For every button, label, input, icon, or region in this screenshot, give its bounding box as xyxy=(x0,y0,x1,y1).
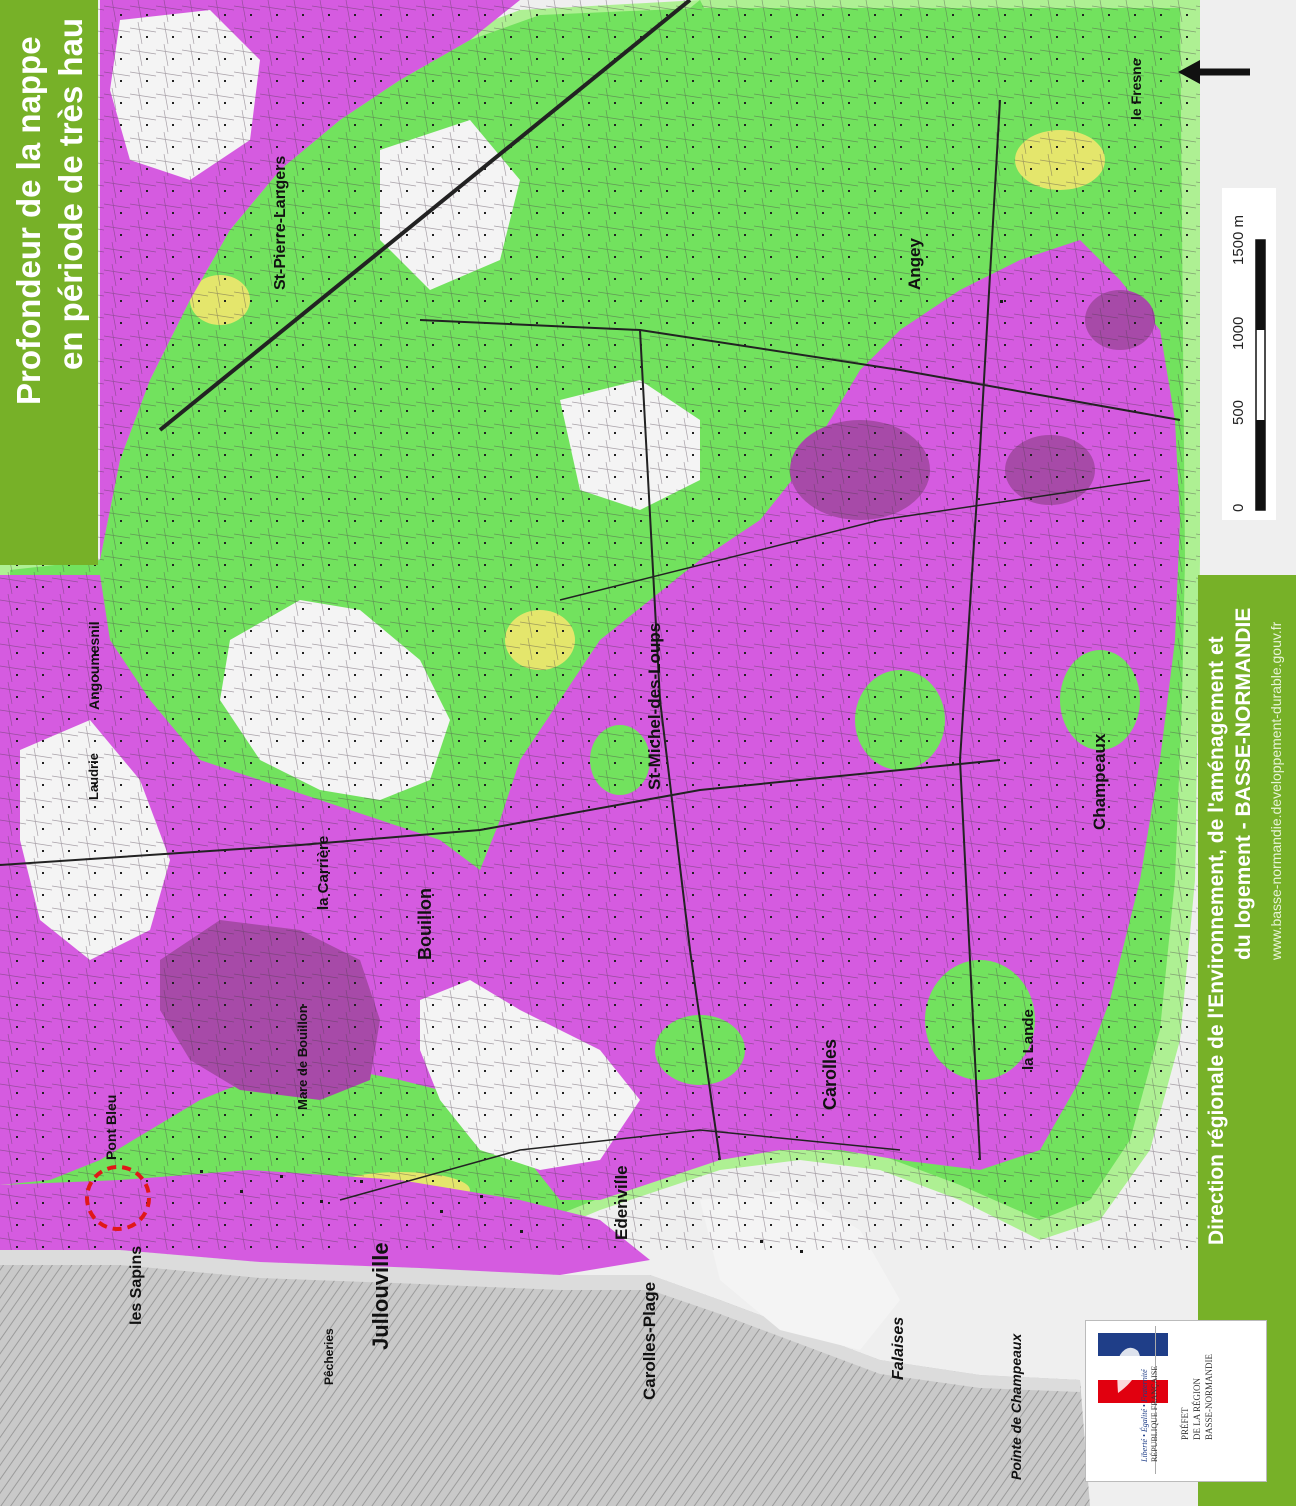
scale-label-1500: 1500 m xyxy=(1230,214,1247,265)
place-label: Mare de Bouillon xyxy=(295,1005,310,1110)
location-marker xyxy=(85,1165,151,1231)
place-label: le Fresne xyxy=(1128,58,1144,120)
prefecture-logo xyxy=(1085,1320,1267,1482)
place-label: Pointe de Champeaux xyxy=(1008,1333,1024,1480)
sea xyxy=(0,1250,1090,1506)
place-label: St-Michel-des-Loups xyxy=(645,622,664,790)
map-title-line1: Profondeur de la nappe xyxy=(10,36,47,405)
logo-region: BASSE-NORMANDIE xyxy=(1204,1353,1214,1440)
scale-label-500: 500 xyxy=(1230,399,1247,425)
title-panel xyxy=(0,0,98,565)
roads xyxy=(0,0,1181,1201)
place-label: Jullouville xyxy=(368,1242,393,1350)
logo-prefet: PRÉFET xyxy=(1180,1407,1190,1440)
place-label: Bouillon xyxy=(415,888,435,960)
scale-bar xyxy=(1222,188,1276,520)
footer-website[interactable]: www.basse-normandie.developpement-durabl… xyxy=(1268,621,1284,960)
logo-de-la-region: DE LA RÉGION xyxy=(1192,1378,1202,1440)
shore-sand xyxy=(0,1250,1080,1392)
logo-devise: Liberté • Égalité • Fraternité xyxy=(1140,1369,1149,1462)
place-label: la Carrière xyxy=(315,835,332,910)
logo-republique: RÉPUBLIQUE FRANÇAISE xyxy=(1150,1365,1159,1462)
place-label: Edenville xyxy=(612,1165,631,1240)
road-texture xyxy=(0,0,1200,1250)
built-up xyxy=(200,300,1003,1253)
place-label: Angoumesnil xyxy=(86,621,102,710)
place-label: la Lande xyxy=(1020,1009,1037,1070)
place-label: Falaises xyxy=(890,1316,907,1380)
place-label: St-Pierre-Langers xyxy=(272,155,289,290)
place-label: Carolles-Plage xyxy=(640,1281,659,1400)
place-label: Champeaux xyxy=(1090,733,1109,830)
map-title-line2: en période de très hau xyxy=(52,17,89,370)
place-label: Angey xyxy=(905,238,924,290)
place-label: Laudrie xyxy=(86,753,101,800)
footer-line1: Direction régionale de l'Environnement, … xyxy=(1205,636,1228,1245)
scale-label-1000: 1000 xyxy=(1230,316,1247,350)
north-arrow-icon xyxy=(1178,60,1250,84)
scale-label-0: 0 xyxy=(1230,503,1247,512)
place-label: Carolles xyxy=(820,1038,840,1110)
marianne-logo-icon xyxy=(1098,1333,1168,1403)
place-label: les Sapins xyxy=(128,1245,145,1325)
place-label: Pêcheries xyxy=(322,1328,336,1385)
logo-divider xyxy=(1155,1326,1156,1474)
place-label: Pont Bleu xyxy=(103,1094,119,1160)
footer-line2: du logement - BASSE-NORMANDIE xyxy=(1232,607,1255,960)
